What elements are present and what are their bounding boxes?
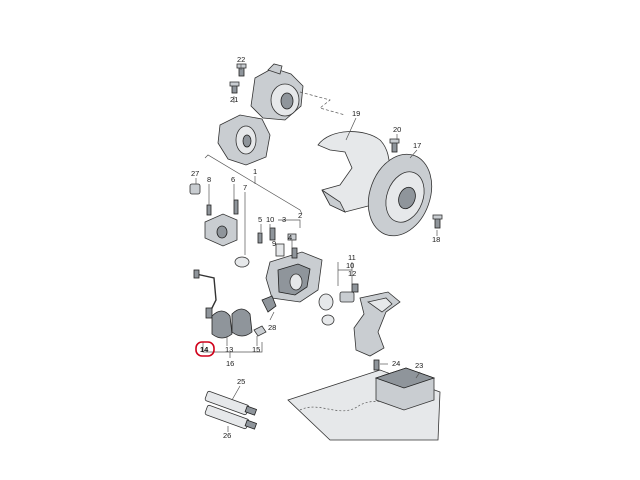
bracket-28 [261, 295, 277, 313]
callout-labels: 22 21 19 20 17 18 27 8 6 7 1 5 10 3 2 4 … [191, 55, 440, 440]
caliper-housing [265, 251, 323, 303]
callout-28: 28 [268, 323, 276, 332]
seal-ring-7 [234, 256, 250, 268]
bolt-21 [229, 81, 240, 94]
cap-27 [189, 183, 201, 195]
callout-10: 10 [266, 215, 274, 224]
callout-6: 6 [231, 175, 235, 184]
callout-10b: 10 [346, 261, 354, 270]
guide-bolt-10 [269, 227, 276, 241]
sleeve-9 [275, 243, 285, 257]
wear-sensor [193, 269, 217, 319]
callout-23: 23 [415, 361, 423, 370]
callout-5: 5 [258, 215, 262, 224]
callout-8: 8 [207, 175, 211, 184]
callout-22: 22 [237, 55, 245, 64]
wheel-hub [217, 114, 271, 166]
callout-27: 27 [191, 169, 199, 178]
brake-disc [367, 153, 433, 237]
grease-tube-25 [204, 390, 258, 416]
callout-25: 25 [237, 377, 245, 386]
leader-lines [195, 64, 438, 432]
guide-pin-6 [233, 199, 239, 215]
callout-14: 14 [200, 345, 209, 354]
callout-26: 26 [223, 431, 231, 440]
callout-20: 20 [393, 125, 401, 134]
highlight-ring-14 [195, 341, 215, 357]
screw-24 [373, 359, 380, 371]
callout-7: 7 [243, 183, 247, 192]
callout-1: 1 [253, 167, 257, 176]
spring-15 [253, 325, 267, 337]
grease-tube-26 [204, 404, 258, 430]
clip-8 [206, 204, 212, 216]
callout-12: 12 [348, 269, 356, 278]
callout-16: 16 [226, 359, 234, 368]
hub-axis-dashed-line [299, 91, 346, 116]
wheel-bearing-housing [250, 63, 304, 121]
callout-24: 24 [392, 359, 400, 368]
callout-3: 3 [282, 215, 286, 224]
piston-parts [318, 283, 359, 326]
bolt-22 [236, 63, 247, 77]
callout-4: 4 [288, 233, 292, 242]
callout-18: 18 [432, 235, 440, 244]
bolt-20 [389, 138, 400, 153]
callout-13: 13 [225, 345, 233, 354]
callout-9: 9 [272, 239, 276, 248]
brake-pads [211, 308, 253, 339]
caliper-carrier-right [353, 291, 401, 357]
callout-19: 19 [352, 109, 360, 118]
callout-11: 11 [348, 253, 356, 262]
bleed-screw-5 [257, 232, 263, 244]
bolt-4 [291, 247, 298, 259]
brake-carrier-left [204, 213, 238, 247]
callout-21: 21 [230, 95, 238, 104]
callout-15: 15 [252, 345, 260, 354]
callout-2: 2 [298, 211, 302, 220]
bolt-18 [432, 214, 443, 229]
callout-17: 17 [413, 141, 421, 150]
